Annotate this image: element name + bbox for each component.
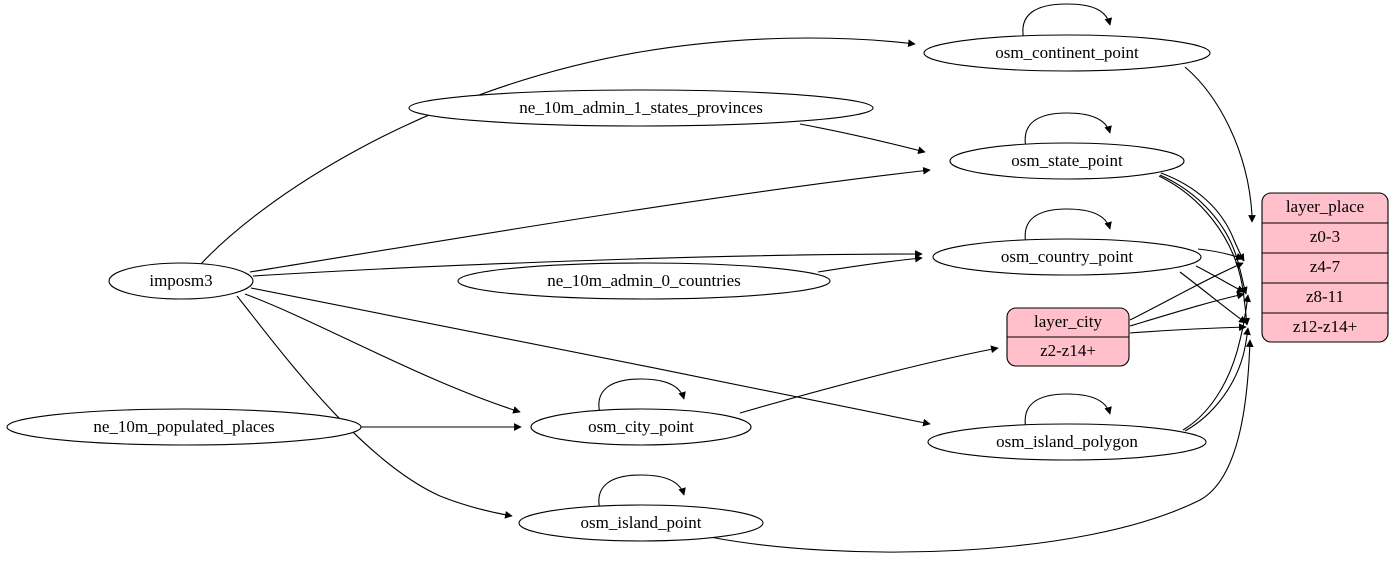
record-layer: layer_city z2-z14+ layer_place z0-3 z4-7… (1006, 192, 1389, 367)
edge-osm-state-point-to-layer-place-z8-11 (1159, 174, 1248, 295)
node-osm-city-point-shape[interactable] (530, 408, 752, 446)
node-osm-country-point-shape[interactable] (932, 238, 1202, 276)
node-osm-city-point[interactable]: osm_city_point (530, 408, 752, 446)
node-osm-island-polygon-label: osm_island_polygon (996, 432, 1138, 451)
edge-layer (199, 3, 1256, 553)
node-osm-island-point-label: osm_island_point (581, 513, 702, 532)
node-ne-10m-admin-1-states-provinces-label: ne_10m_admin_1_states_provinces (519, 98, 763, 117)
selfloop-osm-country-point (1024, 208, 1112, 245)
selfloop-osm-island-point (598, 474, 686, 511)
record-layer-city[interactable]: layer_city z2-z14+ (1006, 307, 1130, 367)
node-osm-continent-point-label: osm_continent_point (995, 43, 1139, 62)
edge-imposm3-to-osm-city-point (244, 293, 521, 414)
edge-layer-city-to-layer-place-z4-7 (1129, 262, 1244, 321)
node-osm-island-polygon-shape[interactable] (927, 423, 1207, 461)
node-osm-continent-point-shape[interactable] (923, 34, 1211, 72)
node-osm-island-point[interactable]: osm_island_point (518, 504, 764, 542)
node-imposm3[interactable]: imposm3 (108, 262, 254, 300)
edge-imposm3-to-osm-state-point (249, 166, 931, 273)
node-ne-10m-populated-places[interactable]: ne_10m_populated_places (6, 408, 362, 446)
record-layer-place[interactable]: layer_place z0-3 z4-7 z8-11 z12-z14+ (1261, 192, 1389, 343)
record-layer-place-row-z0-3[interactable]: z0-3 (1310, 227, 1340, 246)
record-layer-place-title: layer_place (1286, 197, 1364, 216)
node-osm-state-point[interactable]: osm_state_point (949, 142, 1185, 180)
node-osm-city-point-label: osm_city_point (588, 417, 694, 436)
record-layer-place-row-z4-7[interactable]: z4-7 (1310, 257, 1341, 276)
selfloop-osm-continent-point (1022, 3, 1113, 41)
edge-imposm3-to-osm-continent-point (199, 37, 916, 266)
selfloop-osm-state-point (1024, 112, 1112, 149)
node-ne-10m-admin-1-states-provinces-shape[interactable] (408, 89, 874, 127)
edge-osm-country-point-to-layer-place-z12-z14 (1179, 271, 1247, 324)
node-ne-10m-admin-0-countries-label: ne_10m_admin_0_countries (547, 271, 741, 290)
node-osm-country-point-label: osm_country_point (1001, 247, 1133, 266)
edge-imposm3-to-osm-island-polygon (250, 287, 931, 427)
node-imposm3-label: imposm3 (149, 271, 212, 290)
edge-ne-admin1-to-osm-state-point (799, 123, 926, 155)
node-ne-10m-admin-1-states-provinces[interactable]: ne_10m_admin_1_states_provinces (408, 89, 874, 127)
edge-imposm3-to-osm-country-point (252, 250, 923, 277)
node-imposm3-shape[interactable] (108, 262, 254, 300)
edge-osm-city-point-to-layer-city (739, 345, 999, 414)
edge-osm-country-point-to-layer-place-z8-11 (1195, 265, 1245, 293)
node-osm-state-point-shape[interactable] (949, 142, 1185, 180)
node-osm-continent-point[interactable]: osm_continent_point (923, 34, 1211, 72)
record-layer-city-title: layer_city (1034, 312, 1102, 331)
record-layer-place-row-z12-z14[interactable]: z12-z14+ (1293, 317, 1357, 336)
node-osm-island-point-shape[interactable] (518, 504, 764, 542)
selfloop-osm-island-polygon (1024, 393, 1112, 430)
node-ne-10m-populated-places-label: ne_10m_populated_places (93, 417, 274, 436)
edge-layer-city-to-layer-place-z12-z14 (1129, 323, 1247, 334)
edge-osm-island-point-to-layer-place-z12-z14 (709, 339, 1254, 553)
node-ne-10m-admin-0-countries-shape[interactable] (457, 262, 831, 300)
edge-osm-country-point-to-layer-place-z4-7 (1197, 248, 1244, 261)
node-ne-10m-populated-places-shape[interactable] (6, 408, 362, 446)
node-osm-island-polygon[interactable]: osm_island_polygon (927, 423, 1207, 461)
node-osm-state-point-label: osm_state_point (1011, 151, 1123, 170)
record-layer-city-row-z2-z14[interactable]: z2-z14+ (1040, 341, 1096, 360)
node-ne-10m-admin-0-countries[interactable]: ne_10m_admin_0_countries (457, 262, 831, 300)
record-layer-place-row-z8-11[interactable]: z8-11 (1306, 287, 1344, 306)
edge-osm-island-polygon-to-layer-place-z8-11 (1182, 294, 1251, 431)
selfloop-osm-city-point (598, 378, 686, 415)
node-layer: imposm3 ne_10m_admin_1_states_provinces … (6, 34, 1211, 542)
edge-imposm3-to-osm-island-point (236, 295, 513, 519)
edge-osm-continent-point-to-layer-place-z0-3 (1184, 66, 1256, 223)
edge-osm-island-polygon-to-layer-place-z12-z14 (1184, 327, 1251, 432)
node-osm-country-point[interactable]: osm_country_point (932, 238, 1202, 276)
record-layer-place-box[interactable] (1261, 192, 1389, 343)
edge-layer-city-to-layer-place-z8-11 (1129, 291, 1245, 327)
edge-ne-admin0-to-osm-country-point (817, 254, 923, 273)
